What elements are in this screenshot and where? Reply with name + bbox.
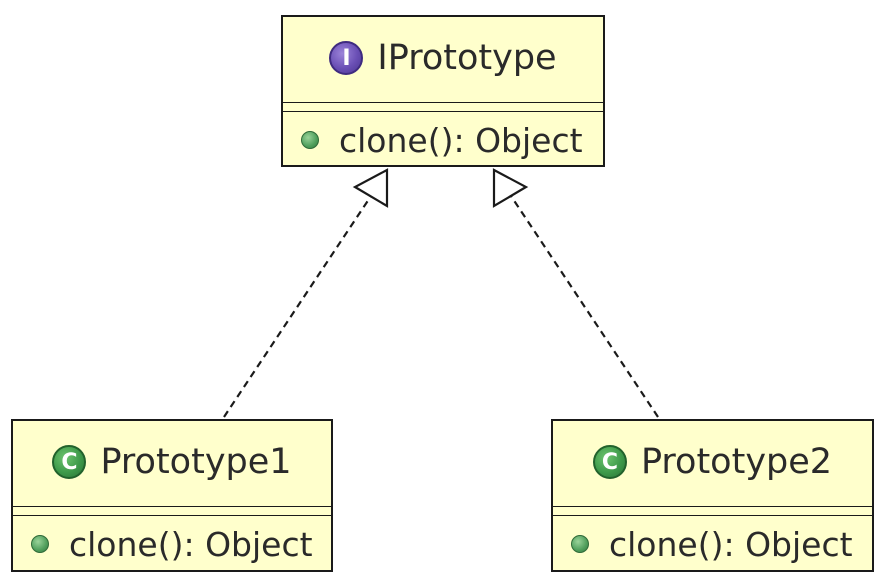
dashed-connector xyxy=(223,195,372,418)
class-icon: C xyxy=(592,445,627,479)
realization-prototype2-to-iprototype[interactable] xyxy=(492,168,659,418)
class-box-prototype2[interactable]: C Prototype2 clone(): Object xyxy=(551,419,874,572)
class-name: Prototype1 xyxy=(100,442,292,482)
class-icon: C xyxy=(52,445,87,479)
operation-signature: clone(): Object xyxy=(339,120,583,160)
operation-row[interactable]: clone(): Object xyxy=(571,521,868,567)
hollow-triangle-arrowhead xyxy=(352,168,389,208)
compartment-divider xyxy=(283,102,603,103)
operation-row[interactable]: clone(): Object xyxy=(31,521,327,567)
class-name: Prototype2 xyxy=(640,442,833,482)
compartment-divider xyxy=(283,111,603,112)
compartment-divider xyxy=(13,506,331,507)
public-method-icon xyxy=(31,535,49,553)
hollow-triangle-arrowhead xyxy=(492,168,529,208)
dashed-connector xyxy=(510,195,659,418)
compartment-divider xyxy=(13,515,331,516)
class-header: I IPrototype xyxy=(283,17,603,99)
class-header: C Prototype2 xyxy=(553,421,872,503)
compartment-divider xyxy=(553,515,872,516)
public-method-icon xyxy=(571,535,589,553)
class-name: IPrototype xyxy=(377,38,557,78)
compartment-divider xyxy=(553,506,872,507)
interface-icon: I xyxy=(329,41,364,75)
interface-box-iprototype[interactable]: I IPrototype clone(): Object xyxy=(281,15,605,167)
class-box-prototype1[interactable]: C Prototype1 clone(): Object xyxy=(11,419,333,572)
operation-signature: clone(): Object xyxy=(69,524,313,564)
class-header: C Prototype1 xyxy=(13,421,331,503)
operation-row[interactable]: clone(): Object xyxy=(301,117,599,163)
realization-prototype1-to-iprototype[interactable] xyxy=(223,168,389,418)
public-method-icon xyxy=(301,131,319,149)
operation-signature: clone(): Object xyxy=(609,524,853,564)
